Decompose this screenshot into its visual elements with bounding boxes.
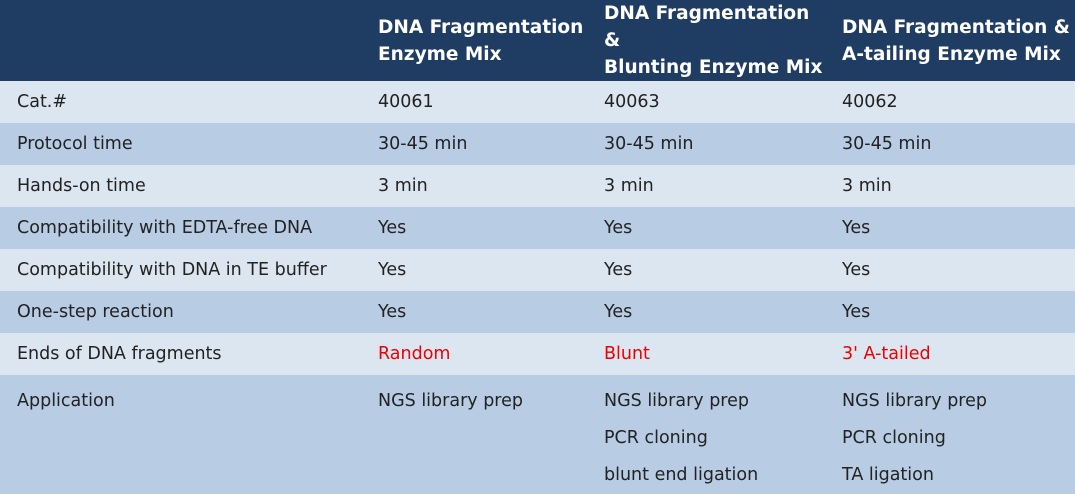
application-item: blunt end ligation	[604, 465, 759, 485]
table-cell: 40062	[842, 92, 898, 112]
table-cell-highlight: 3' A-tailed	[842, 344, 931, 364]
table-cell-highlight: Blunt	[604, 344, 650, 364]
table-row-application: Application NGS library prep NGS library…	[0, 375, 1075, 494]
table-cell: NGS library prep PCR cloning TA ligation	[830, 375, 1075, 494]
table-row: Compatibility with EDTA-free DNA Yes Yes…	[0, 207, 1075, 249]
table-row: Compatibility with DNA in TE buffer Yes …	[0, 249, 1075, 291]
header-line: Blunting Enzyme Mix	[604, 57, 823, 78]
row-label: Ends of DNA fragments	[17, 344, 222, 364]
header-row: DNA Fragmentation Enzyme Mix DNA Fragmen…	[0, 0, 1075, 81]
table-cell: 40061	[378, 92, 434, 112]
table-row: Ends of DNA fragments Random Blunt 3' A-…	[0, 333, 1075, 375]
table-cell: Yes	[842, 302, 871, 322]
header-atailing-mix: DNA Fragmentation & A-tailing Enzyme Mix	[830, 0, 1075, 81]
header-line: DNA Fragmentation	[378, 16, 584, 38]
table-cell: Yes	[378, 218, 407, 238]
application-item: NGS library prep	[378, 391, 523, 411]
row-label: Compatibility with DNA in TE buffer	[17, 260, 327, 280]
header-line: Enzyme Mix	[378, 43, 502, 65]
application-item: NGS library prep	[842, 391, 987, 411]
header-blunting-mix: DNA Fragmentation & Blunting Enzyme Mix	[592, 0, 830, 81]
table-cell: 30-45 min	[604, 134, 694, 154]
row-label: Cat.#	[17, 92, 68, 112]
application-item: NGS library prep	[604, 391, 749, 411]
table-row: Cat.# 40061 40063 40062	[0, 81, 1075, 123]
row-label: Protocol time	[17, 134, 133, 154]
table-row: Protocol time 30-45 min 30-45 min 30-45 …	[0, 123, 1075, 165]
table-cell: NGS library prep PCR cloning blunt end l…	[592, 375, 830, 494]
table-cell-highlight: Random	[378, 344, 451, 364]
application-item: PCR cloning	[842, 428, 946, 448]
row-label: Application	[0, 375, 366, 494]
table-cell: Yes	[842, 218, 871, 238]
table-cell: Yes	[604, 302, 633, 322]
table-cell: Yes	[604, 260, 633, 280]
row-label: Hands-on time	[17, 176, 146, 196]
header-empty	[0, 0, 366, 81]
row-label: Compatibility with EDTA-free DNA	[17, 218, 313, 238]
table-row: Hands-on time 3 min 3 min 3 min	[0, 165, 1075, 207]
row-label-text: Application	[17, 391, 115, 411]
table-cell: 3 min	[842, 176, 892, 196]
table-cell: 30-45 min	[378, 134, 468, 154]
table-cell: NGS library prep	[366, 375, 592, 494]
header-line: DNA Fragmentation &	[604, 3, 810, 51]
row-label: One-step reaction	[17, 302, 174, 322]
table-cell: 3 min	[378, 176, 428, 196]
header-line: A-tailing Enzyme Mix	[842, 43, 1061, 65]
table-cell: Yes	[378, 260, 407, 280]
table-row: One-step reaction Yes Yes Yes	[0, 291, 1075, 333]
application-item: TA ligation	[842, 465, 934, 485]
table-cell: Yes	[378, 302, 407, 322]
table-cell: Yes	[842, 260, 871, 280]
table-cell: 30-45 min	[842, 134, 932, 154]
table-cell: 3 min	[604, 176, 654, 196]
header-fragmentation-mix: DNA Fragmentation Enzyme Mix	[366, 0, 592, 81]
table-cell: Yes	[604, 218, 633, 238]
header-line: DNA Fragmentation &	[842, 16, 1070, 38]
application-item: PCR cloning	[604, 428, 708, 448]
table-cell: 40063	[604, 92, 660, 112]
